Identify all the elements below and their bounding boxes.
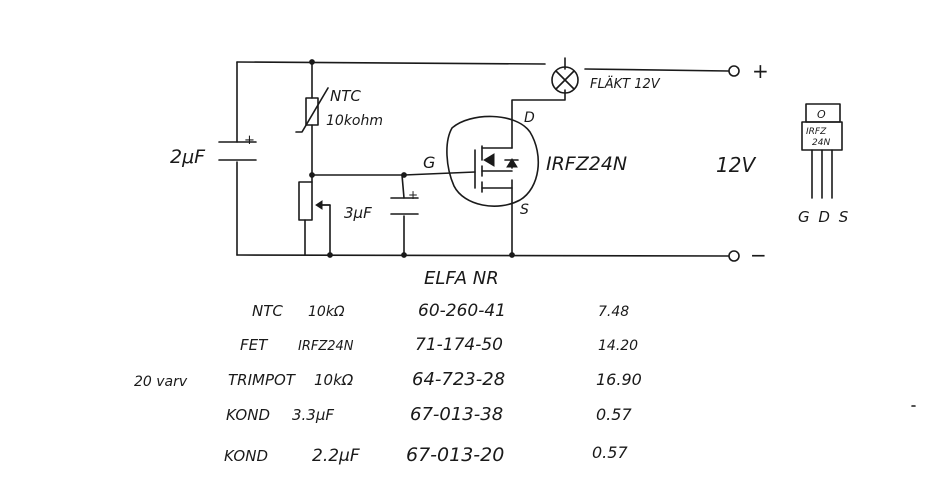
capacitor-main: + 2μF (170, 133, 257, 168)
voltage-label: 12V (716, 153, 756, 177)
capacitor-gate-value: 3μF (344, 204, 372, 222)
ntc-value: 10kohm (326, 113, 383, 129)
part-elfa-number: 67-013-20 (406, 444, 504, 466)
part-type: KOND (226, 406, 270, 424)
package-part-text-2: 24N (812, 138, 830, 148)
parts-list-side-note: 20 varv (134, 374, 188, 390)
parts-row: KOND 2.2μF 67-013-20 0.57 (224, 443, 628, 466)
part-value: 10kΩ (314, 371, 354, 389)
part-type: TRIMPOT (228, 371, 297, 389)
package-sketch: O IRFZ 24N G D S (798, 103, 850, 226)
part-type: NTC (252, 302, 283, 320)
junction-dots (309, 59, 515, 258)
part-price: 0.57 (592, 443, 628, 462)
part-elfa-number: 60-260-41 (418, 301, 506, 321)
parts-row: NTC 10kΩ 60-260-41 7.48 (252, 301, 629, 321)
capacitor-main-value: 2μF (170, 146, 206, 168)
source-label: S (520, 202, 529, 218)
capacitor-main-polarity: + (244, 133, 255, 148)
minus-label: − (750, 243, 767, 267)
part-elfa-number: 67-013-38 (410, 404, 503, 425)
part-elfa-number: 71-174-50 (415, 335, 503, 355)
package-pins-label: G D S (798, 208, 850, 226)
part-value: 10kΩ (308, 304, 345, 320)
part-type: FET (240, 336, 269, 354)
capacitor-gate: + 3μF (344, 188, 419, 222)
ntc-label: NTC (330, 87, 361, 105)
plus-label: + (752, 59, 769, 83)
part-price: 7.48 (598, 304, 629, 320)
part-elfa-number: 64-723-28 (412, 369, 505, 390)
parts-list-header: ELFA NR (424, 268, 499, 289)
capacitor-gate-polarity: + (408, 188, 418, 202)
terminal-minus: − (728, 243, 767, 267)
parts-row: TRIMPOT 10kΩ 64-723-28 16.90 (228, 369, 642, 390)
trimpot (298, 181, 331, 221)
mosfet-symbol: G D S IRFZ24N (423, 110, 627, 218)
drain-label: D (524, 110, 535, 126)
part-price: 14.20 (598, 338, 638, 354)
fan-label: FLÄKT 12V (590, 76, 661, 92)
ntc-thermistor: NTC 10kohm (295, 87, 383, 133)
fet-label: IRFZ24N (546, 153, 627, 175)
package-hole-label: O (817, 108, 826, 121)
package-part-text-1: IRFZ (806, 127, 827, 137)
parts-list: ELFA NR 20 varv NTC 10kΩ 60-260-41 7.48 … (134, 268, 642, 466)
parts-row: KOND 3.3μF 67-013-38 0.57 (226, 404, 632, 425)
part-value: IRFZ24N (298, 339, 354, 354)
part-type: KOND (224, 447, 268, 465)
part-price: 0.57 (596, 405, 632, 424)
part-price: 16.90 (596, 370, 642, 389)
part-value: 3.3μF (292, 406, 334, 424)
terminal-plus: + (728, 59, 769, 83)
fan-symbol: FLÄKT 12V (551, 66, 661, 94)
gate-label: G (423, 153, 435, 172)
part-value: 2.2μF (312, 446, 360, 466)
parts-row: FET IRFZ24N 71-174-50 14.20 (240, 335, 638, 355)
